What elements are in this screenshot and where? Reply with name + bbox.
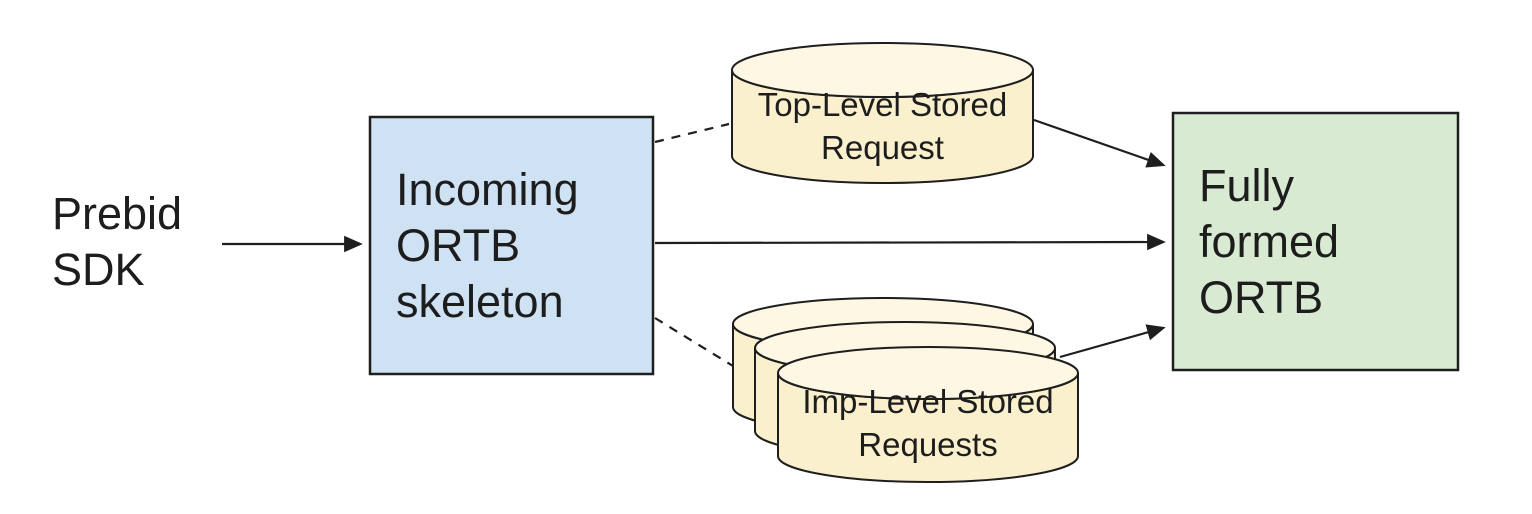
top-level-stored-text: Top-Level Stored Request — [757, 86, 1008, 166]
incoming-ortb-text: Incoming ORTB skeleton — [396, 163, 579, 327]
edge-imp-stored-to-fully-formed — [1059, 324, 1166, 359]
incoming-ortb-label: Incoming ORTB skeleton — [370, 117, 653, 374]
edge-top-stored-to-fully-formed — [1033, 118, 1166, 168]
edge-incoming-to-fully-formed — [654, 233, 1166, 251]
prebid-sdk-text: Prebid SDK — [52, 188, 183, 295]
prebid-sdk-label: Prebid SDK — [52, 186, 202, 298]
imp-level-stored-label: Imp-Level Stored Requests — [778, 347, 1078, 482]
cylinder-top-front — [777, 346, 1079, 400]
fully-formed-ortb-box — [1171, 111, 1460, 372]
imp-level-stored-cylinder-stack — [732, 297, 1079, 483]
top-level-stored-cylinder — [731, 42, 1034, 184]
edge-incoming-to-top-stored-dashed — [654, 122, 730, 144]
imp-level-stored-text: Imp-Level Stored Requests — [802, 382, 1054, 463]
fully-formed-ortb-text: Fully formed ORTB — [1199, 159, 1340, 323]
fully-formed-ortb-label: Fully formed ORTB — [1173, 113, 1458, 370]
cylinder-top — [731, 42, 1034, 98]
top-level-stored-label: Top-Level Stored Request — [732, 43, 1033, 183]
incoming-ortb-box — [368, 115, 655, 376]
edge-incoming-to-imp-stored-dashed — [654, 317, 734, 367]
